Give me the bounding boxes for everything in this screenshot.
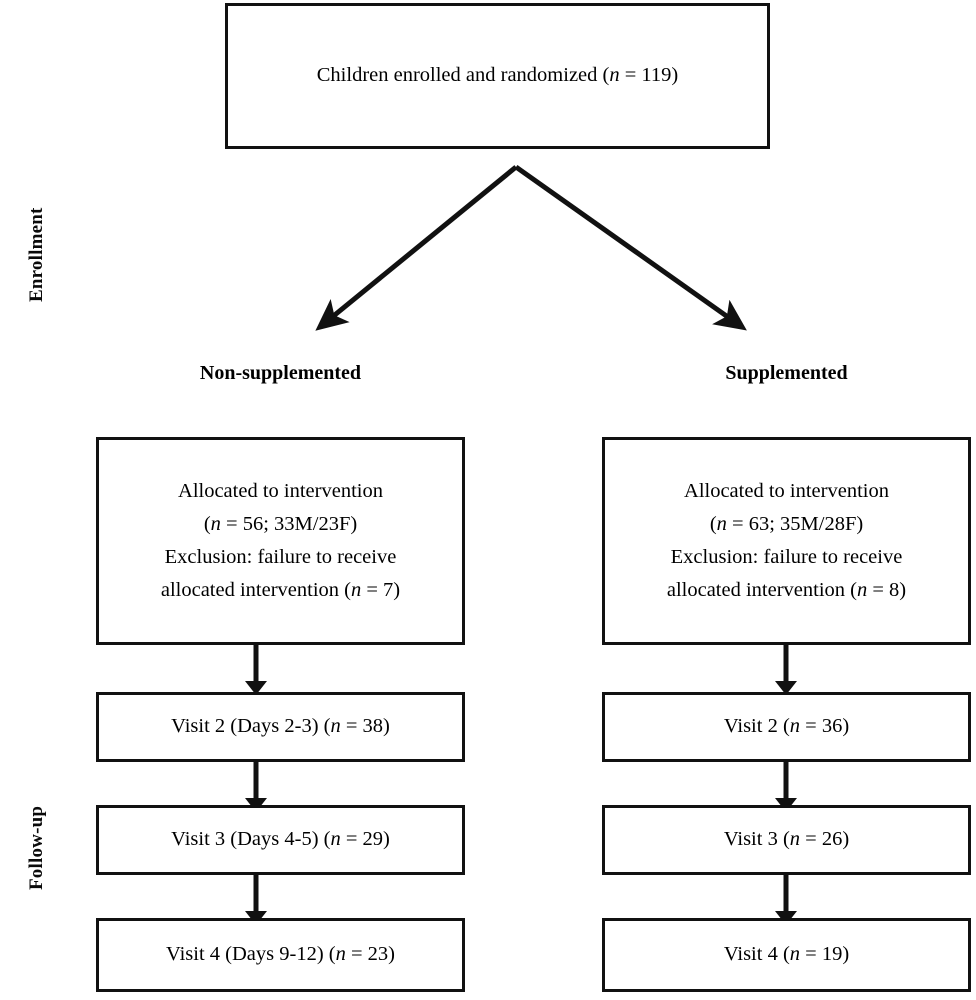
allocation-line-1: Allocated to intervention <box>178 479 383 502</box>
visit-box-non-supplemented-visit3: Visit 3 (Days 4-5) (n = 29) <box>96 805 465 875</box>
allocation-line-2: (n = 56; 33M/23F) <box>204 508 357 541</box>
visit-text-prefix: Visit 2 (Days 2-3) ( <box>171 715 331 738</box>
randomization-branch-arrows <box>315 164 747 331</box>
allocation-line-4: allocated intervention (n = 7) <box>161 574 400 607</box>
visit-box-supplemented-visit4: Visit 4 (n = 19) <box>602 918 971 992</box>
allocation-line-4-suffix: = 7) <box>361 579 401 602</box>
branch-arrow-right <box>514 164 747 331</box>
visit-text-suffix: = 26) <box>800 828 850 851</box>
visit-box-text: Visit 2 (Days 2-3) (n = 38) <box>171 710 390 743</box>
group-header-non-supplemented: Non-supplemented <box>199 362 362 384</box>
allocation-line-4-suffix: = 8) <box>867 579 907 602</box>
enrollment-text-before-n: Children enrolled and randomized ( <box>316 64 610 87</box>
allocation-line-4-prefix: allocated intervention ( <box>666 579 857 602</box>
branch-arrow-left <box>315 165 518 331</box>
visit-box-text: Visit 4 (n = 19) <box>724 938 849 971</box>
visit-text-prefix: Visit 2 ( <box>723 715 790 738</box>
n-symbol: n <box>856 579 868 602</box>
n-symbol: n <box>609 64 620 87</box>
visit-box-supplemented-visit3: Visit 3 (n = 26) <box>602 805 971 875</box>
enrollment-text-after-n: = 119) <box>619 64 679 87</box>
allocation-line-3: Exclusion: failure to receive <box>670 546 903 568</box>
visit-text-prefix: Visit 4 (Days 9-12) ( <box>166 943 336 966</box>
stage-label-enrollment: Enrollment <box>26 207 47 302</box>
allocation-box-supplemented: Allocated to intervention (n = 63; 35M/2… <box>602 437 971 645</box>
visit-text-suffix: = 38) <box>340 715 390 738</box>
n-symbol: n <box>716 512 727 535</box>
visit-text-prefix: Visit 3 ( <box>723 828 790 851</box>
group-header-supplemented: Supplemented <box>725 362 848 384</box>
n-symbol: n <box>789 943 801 966</box>
visit-box-non-supplemented-visit4: Visit 4 (Days 9-12) (n = 23) <box>96 918 465 992</box>
n-symbol: n <box>350 579 362 602</box>
allocation-box-non-supplemented: Allocated to intervention (n = 56; 33M/2… <box>96 437 465 645</box>
n-symbol: n <box>335 943 346 966</box>
connector-arrow-left-alloc-to-visit2 <box>245 643 267 695</box>
allocation-line-3: Exclusion: failure to receive <box>164 546 397 568</box>
n-symbol: n <box>330 715 341 738</box>
visit-text-suffix: = 23) <box>345 943 395 966</box>
enrollment-box: Children enrolled and randomized (n = 11… <box>225 3 770 149</box>
connector-arrow-right-alloc-to-visit2 <box>775 643 797 695</box>
allocation-line-2-suffix: = 56; 33M/23F) <box>220 512 358 535</box>
allocation-line-4: allocated intervention (n = 8) <box>667 574 906 607</box>
n-symbol: n <box>330 828 341 851</box>
stage-label-follow-up: Follow-up <box>26 805 47 890</box>
allocation-line-2-prefix: ( <box>203 512 211 535</box>
allocation-line-1: Allocated to intervention <box>684 479 889 502</box>
allocation-line-2-prefix: ( <box>709 512 717 535</box>
visit-box-text: Visit 3 (n = 26) <box>724 823 849 856</box>
visit-text-suffix: = 29) <box>340 828 390 851</box>
visit-box-text: Visit 3 (Days 4-5) (n = 29) <box>171 823 390 856</box>
allocation-line-2: (n = 63; 35M/28F) <box>710 508 863 541</box>
visit-box-text: Visit 2 (n = 36) <box>724 710 849 743</box>
visit-text-prefix: Visit 4 ( <box>723 943 790 966</box>
visit-box-supplemented-visit2: Visit 2 (n = 36) <box>602 692 971 762</box>
n-symbol: n <box>789 828 801 851</box>
n-symbol: n <box>210 512 221 535</box>
visit-box-non-supplemented-visit2: Visit 2 (Days 2-3) (n = 38) <box>96 692 465 762</box>
visit-text-suffix: = 36) <box>800 715 850 738</box>
visit-text-prefix: Visit 3 (Days 4-5) ( <box>171 828 331 851</box>
n-symbol: n <box>789 715 801 738</box>
allocation-line-4-prefix: allocated intervention ( <box>160 579 351 602</box>
enrollment-box-text: Children enrolled and randomized (n = 11… <box>317 59 679 92</box>
visit-box-text: Visit 4 (Days 9-12) (n = 23) <box>166 938 395 971</box>
visit-text-suffix: = 19) <box>800 943 850 966</box>
allocation-line-2-suffix: = 63; 35M/28F) <box>726 512 864 535</box>
